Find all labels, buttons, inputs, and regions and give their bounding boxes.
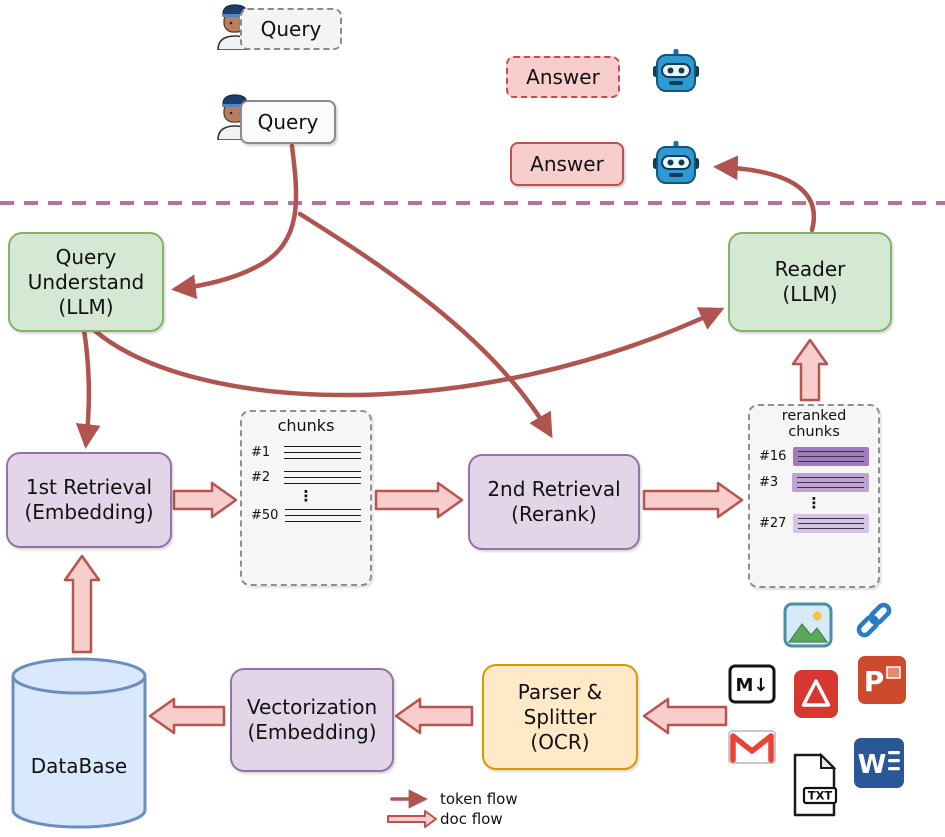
query-understand-line3: (LLM) <box>58 294 114 319</box>
answer-box: Answer <box>510 142 624 186</box>
doc-arrow-database-to-first-retrieval <box>63 554 101 654</box>
chunk-lines <box>284 445 361 459</box>
query-draft-box: Query <box>240 8 342 50</box>
query-box: Query <box>240 100 336 144</box>
chunk-lines <box>798 517 864 529</box>
image-icon <box>783 602 833 648</box>
vectorization-line1: Vectorization <box>246 695 378 719</box>
word-icon: W <box>852 736 906 790</box>
parser-splitter-node: Parser & Splitter (OCR) <box>482 664 638 770</box>
database-cylinder <box>11 657 147 829</box>
powerpoint-icon-label: P <box>864 665 885 698</box>
separator-line <box>0 201 945 205</box>
first-retrieval-line2: (Embedding) <box>24 500 154 524</box>
reranked-title-line1: reranked <box>781 408 847 424</box>
reader-line1: Reader <box>774 257 846 281</box>
highlighted-chunk <box>793 513 869 533</box>
markdown-icon: M↓ <box>728 664 776 704</box>
arrow-query-to-second-retrieval <box>297 211 553 439</box>
chunks-panel-title: chunks <box>277 416 335 435</box>
second-retrieval-line1: 2nd Retrieval <box>487 477 621 501</box>
txt-icon-label: TXT <box>808 789 833 803</box>
query-understand-node: Query Understand (LLM) <box>8 232 164 332</box>
chunk-label: #27 <box>759 515 787 531</box>
legend-doc-arrow <box>387 810 437 828</box>
vectorization-line2: (Embedding) <box>247 720 377 744</box>
first-retrieval-line1: 1st Retrieval <box>25 475 153 499</box>
reranked-chunks-panel: reranked chunks #16 #3 ⋮ #27 <box>748 404 880 588</box>
reranked-row: #27 <box>750 513 878 533</box>
query-understand-line2: Understand <box>27 269 145 294</box>
doc-arrow-first-retrieval-to-chunks <box>172 481 238 519</box>
chunk-row: #1 <box>242 445 370 460</box>
arrow-query-understand-to-reader <box>91 307 725 398</box>
answer-draft-label: Answer <box>526 65 600 89</box>
answer-label: Answer <box>530 152 604 176</box>
chunk-lines <box>284 470 361 484</box>
arrow-query-to-query-understand <box>171 143 299 300</box>
second-retrieval-line2: (Rerank) <box>511 502 597 526</box>
chunks-ellipsis: ⋮ <box>298 486 314 505</box>
word-icon-label: W <box>858 750 887 780</box>
robot-icon <box>652 140 700 188</box>
chunk-label: #2 <box>251 469 271 485</box>
chunk-label: #3 <box>759 474 779 490</box>
second-retrieval-node: 2nd Retrieval (Rerank) <box>468 454 640 550</box>
doc-arrow-chunks-to-second-retrieval <box>374 481 464 519</box>
first-retrieval-node: 1st Retrieval (Embedding) <box>6 452 172 548</box>
chunk-label: #16 <box>759 448 787 464</box>
reader-node: Reader (LLM) <box>728 232 892 332</box>
doc-arrow-second-retrieval-to-reranked <box>642 481 744 519</box>
legend-doc-flow-label: doc flow <box>440 810 503 828</box>
arrow-query-understand-to-first-retrieval <box>75 327 101 449</box>
parser-line1: Parser & <box>517 679 603 704</box>
database-label: DataBase <box>30 754 128 778</box>
powerpoint-icon: P <box>856 652 908 708</box>
chunk-lines <box>797 476 864 488</box>
parser-line3: (OCR) <box>530 729 590 754</box>
doc-arrow-reranked-to-reader <box>791 338 829 402</box>
highlighted-chunk <box>793 446 869 466</box>
highlighted-chunk <box>792 472 869 492</box>
chunk-row: #50 <box>242 508 370 523</box>
chunk-label: #50 <box>251 507 279 523</box>
reranked-row: #16 <box>750 446 878 466</box>
chunk-row: #2 <box>242 470 370 485</box>
database-node: DataBase <box>8 656 150 832</box>
markdown-icon-label: M↓ <box>736 675 769 696</box>
robot-icon-draft <box>652 48 700 96</box>
reranked-title-line2: chunks <box>788 423 840 440</box>
reader-line2: (LLM) <box>782 282 838 306</box>
chunk-label: #1 <box>251 444 271 460</box>
pdf-icon <box>792 668 840 720</box>
query-label: Query <box>257 110 319 134</box>
chunk-lines <box>285 508 361 522</box>
txt-file-icon: TXT <box>788 752 840 818</box>
query-draft-label: Query <box>260 17 322 41</box>
doc-arrow-vectorization-to-database <box>148 697 226 735</box>
doc-arrow-parser-to-vectorization <box>394 697 474 735</box>
doc-arrow-sources-to-parser <box>642 697 728 735</box>
vectorization-node: Vectorization (Embedding) <box>230 668 394 772</box>
reranked-ellipsis: ⋮ <box>806 493 822 512</box>
chunk-lines <box>798 450 864 462</box>
query-understand-line1: Query <box>55 244 117 269</box>
legend-token-flow-label: token flow <box>440 790 518 808</box>
reranked-row: #3 <box>750 472 878 492</box>
answer-draft-box: Answer <box>506 56 620 98</box>
arrow-reader-to-answer <box>713 155 817 233</box>
chunks-panel: chunks #1 #2 ⋮ #50 <box>240 410 372 586</box>
parser-line2: Splitter <box>523 704 597 729</box>
gmail-icon <box>726 722 778 772</box>
link-icon <box>852 598 896 642</box>
